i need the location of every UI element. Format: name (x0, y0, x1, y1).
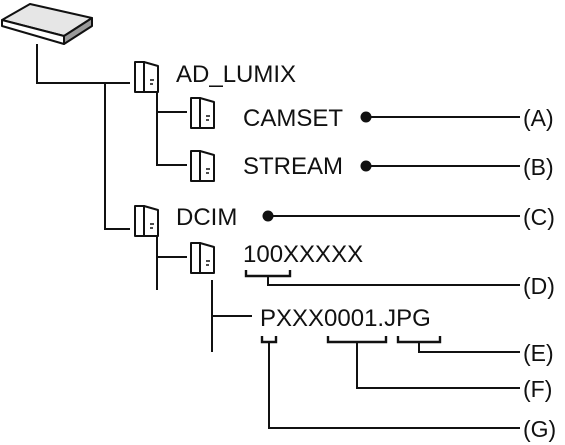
card-reader-icon (1, 3, 93, 45)
callout-f: (F) (523, 376, 552, 402)
folder-label-ad-lumix: AD_LUMIX (176, 61, 296, 88)
tree-connectors (36, 44, 252, 352)
file-name-label: PXXX0001.JPG (260, 305, 431, 332)
callout-g: (G) (523, 416, 556, 442)
folder-icon (134, 205, 159, 237)
callout-b: (B) (523, 154, 554, 180)
callout-e: (E) (523, 340, 554, 366)
folder-label-100xxxxx: 100XXXXX (243, 241, 363, 268)
folder-label-camset: CAMSET (243, 105, 343, 132)
folder-icon (190, 150, 215, 182)
callout-c: (C) (523, 204, 555, 230)
callout-leaders (244, 111, 520, 429)
folder-label-dcim: DCIM (176, 204, 237, 231)
callout-a: (A) (523, 105, 554, 131)
callout-d: (D) (523, 273, 555, 299)
folder-icon (190, 242, 215, 274)
folder-label-stream: STREAM (243, 153, 343, 180)
folder-icon (134, 61, 159, 93)
folder-icon (190, 97, 215, 129)
